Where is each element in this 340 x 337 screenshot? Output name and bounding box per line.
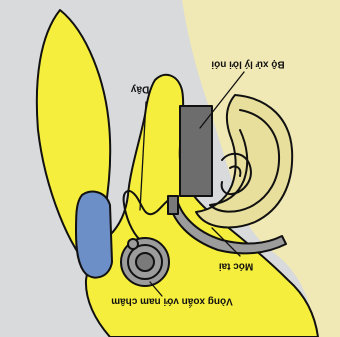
- coil-cable-end: [128, 239, 138, 249]
- wire-connector: [168, 196, 178, 214]
- label-speech-processor: Bộ xử lý lời nói: [211, 58, 284, 69]
- label-ear-hook: Móc tai: [219, 260, 254, 271]
- label-coil-magnet: Vòng xoắn với nam châm: [111, 295, 233, 308]
- blue-pad: [76, 192, 112, 278]
- label-wire: Dây: [130, 83, 149, 94]
- coil-magnet: [136, 253, 154, 271]
